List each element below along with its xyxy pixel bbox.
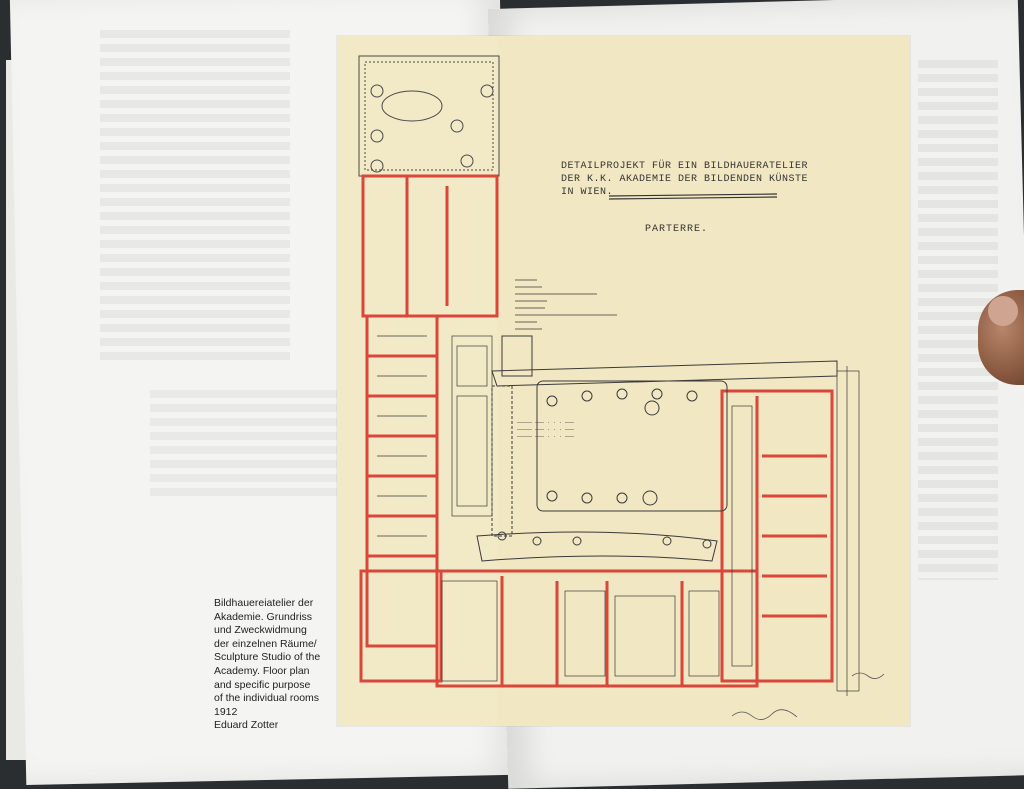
thumbnail-highlight <box>988 296 1018 326</box>
show-through-text-block <box>100 30 290 360</box>
caption-line: Sculpture Studio of the <box>214 651 321 664</box>
caption-line: und Zweckwidmung <box>214 624 307 637</box>
floor-plan-drawing: ————— ——— · · · ——— ————— ——— · · · ——— … <box>337 36 910 726</box>
figure-caption: Bildhauereiatelier der Akademie. Grundri… <box>214 597 334 733</box>
plan-title-line: IN WIEN. <box>561 187 614 198</box>
caption-author: Eduard Zotter <box>214 719 279 732</box>
plan-title-line: DER K.K. AKADEMIE DER BILDENDEN KÜNSTE <box>561 174 809 185</box>
svg-text:————— ——— · · · ———: ————— ——— · · · ——— <box>516 434 575 440</box>
caption-line: Akademie. Grundriss <box>214 610 313 623</box>
caption-line: and specific purpose <box>214 678 311 691</box>
caption-line: Bildhauereiatelier der <box>214 597 314 609</box>
svg-text:————— ——— · · · ———: ————— ——— · · · ——— <box>516 427 575 433</box>
plan-sheet-label: PARTERRE. <box>645 224 709 235</box>
caption-line: Academy. Floor plan <box>214 664 310 677</box>
caption-line: of the individual rooms <box>214 692 320 705</box>
svg-text:————— ——— · · · ———: ————— ——— · · · ——— <box>516 420 575 426</box>
show-through-text-block <box>150 390 340 500</box>
caption-line: der einzelnen Räume/ <box>214 637 317 650</box>
plan-title: DETAILPROJEKT FÜR EIN BILDHAUERATELIER D… <box>561 160 811 199</box>
caption-year: 1912 <box>214 705 238 718</box>
floor-plan-reproduction: ————— ——— · · · ——— ————— ——— · · · ——— … <box>337 36 910 726</box>
plan-title-line: DETAILPROJEKT FÜR EIN BILDHAUERATELIER <box>561 161 809 172</box>
